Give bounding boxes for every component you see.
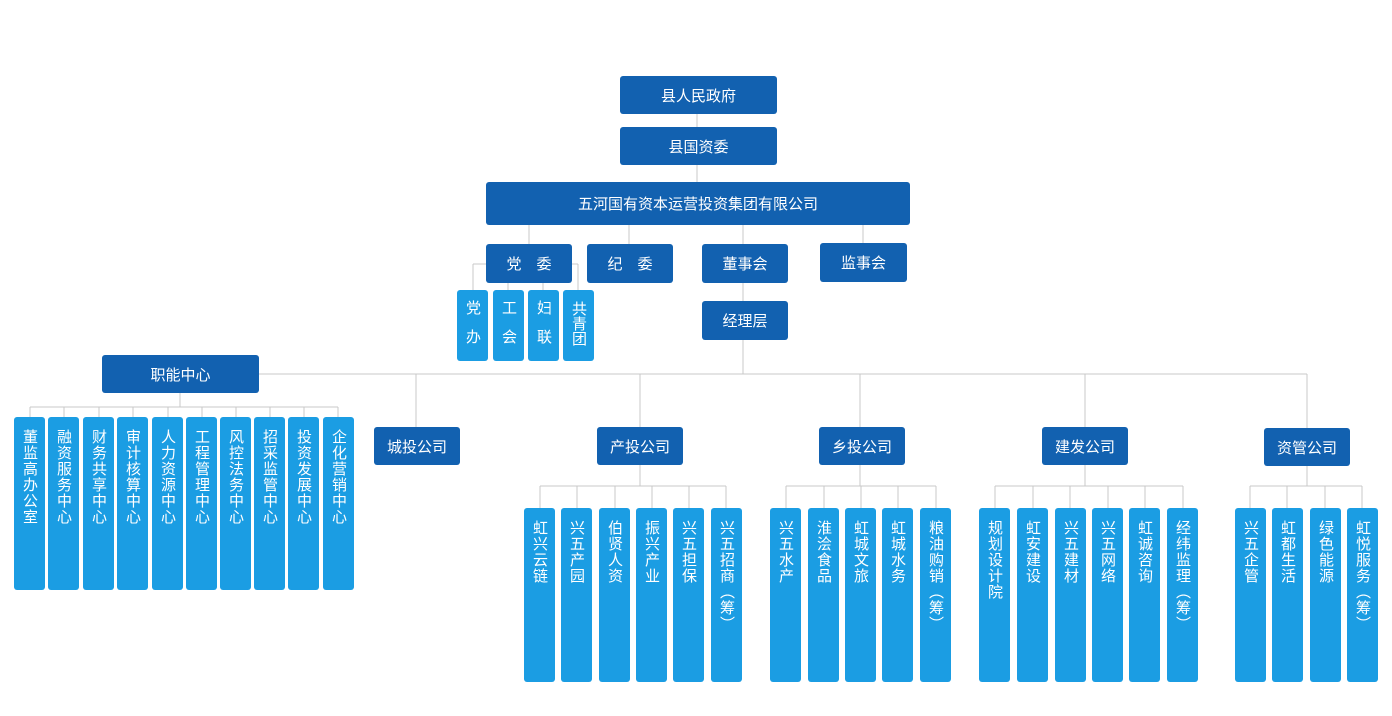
party-committee-node: 党 委 xyxy=(486,244,572,283)
functional-center-node: 职能中心 xyxy=(102,355,259,393)
subsidiary-node: 兴五产园 xyxy=(561,508,592,682)
subsidiary-node: 虹都生活 xyxy=(1272,508,1303,682)
county-sasac-node: 县国资委 xyxy=(620,127,777,165)
chantou-company-node: 产投公司 xyxy=(597,427,683,465)
ziguan-company-node: 资管公司 xyxy=(1264,428,1350,466)
subsidiary-node: 经纬监理︵筹︶ xyxy=(1167,508,1198,682)
subsidiary-node: 兴五建材 xyxy=(1055,508,1086,682)
jianfa-company-node: 建发公司 xyxy=(1042,427,1128,465)
functional-unit-node: 企化营销中心 xyxy=(323,417,354,590)
subsidiary-node: 兴五招商︵筹︶ xyxy=(711,508,742,682)
xiangtou-company-node: 乡投公司 xyxy=(819,427,905,465)
subsidiary-node: 虹悦服务︵筹︶ xyxy=(1347,508,1378,682)
party-unit-node: 党办 xyxy=(457,290,488,361)
subsidiary-node: 规划设计院 xyxy=(979,508,1010,682)
subsidiary-node: 虹兴云链 xyxy=(524,508,555,682)
functional-unit-node: 人力资源中心 xyxy=(152,417,183,590)
subsidiary-node: 伯贤人资 xyxy=(599,508,630,682)
subsidiary-node: 兴五企管 xyxy=(1235,508,1266,682)
party-unit-node: 共青团 xyxy=(563,290,594,361)
subsidiary-node: 兴五水产 xyxy=(770,508,801,682)
supervisory-board-node: 监事会 xyxy=(820,243,907,282)
functional-unit-node: 董监高办公室 xyxy=(14,417,45,590)
party-unit-node: 工会 xyxy=(493,290,524,361)
subsidiary-node: 虹诚咨询 xyxy=(1129,508,1160,682)
discipline-committee-node: 纪 委 xyxy=(587,244,673,283)
functional-unit-node: 工程管理中心 xyxy=(186,417,217,590)
functional-unit-node: 风控法务中心 xyxy=(220,417,251,590)
management-node: 经理层 xyxy=(702,301,788,340)
subsidiary-node: 兴五网络 xyxy=(1092,508,1123,682)
group-company-node: 五河国有资本运营投资集团有限公司 xyxy=(486,182,910,225)
party-unit-node: 妇联 xyxy=(528,290,559,361)
functional-unit-node: 投资发展中心 xyxy=(288,417,319,590)
subsidiary-node: 淮浍食品 xyxy=(808,508,839,682)
functional-unit-node: 财务共享中心 xyxy=(83,417,114,590)
subsidiary-node: 兴五担保 xyxy=(673,508,704,682)
subsidiary-node: 虹城水务 xyxy=(882,508,913,682)
county-government-node: 县人民政府 xyxy=(620,76,777,114)
subsidiary-node: 振兴产业 xyxy=(636,508,667,682)
functional-unit-node: 融资服务中心 xyxy=(48,417,79,590)
functional-unit-node: 招采监管中心 xyxy=(254,417,285,590)
chengtou-company-node: 城投公司 xyxy=(374,427,460,465)
subsidiary-node: 粮油购销︵筹︶ xyxy=(920,508,951,682)
subsidiary-node: 虹城文旅 xyxy=(845,508,876,682)
subsidiary-node: 绿色能源 xyxy=(1310,508,1341,682)
board-of-directors-node: 董事会 xyxy=(702,244,788,283)
functional-unit-node: 审计核算中心 xyxy=(117,417,148,590)
subsidiary-node: 虹安建设 xyxy=(1017,508,1048,682)
